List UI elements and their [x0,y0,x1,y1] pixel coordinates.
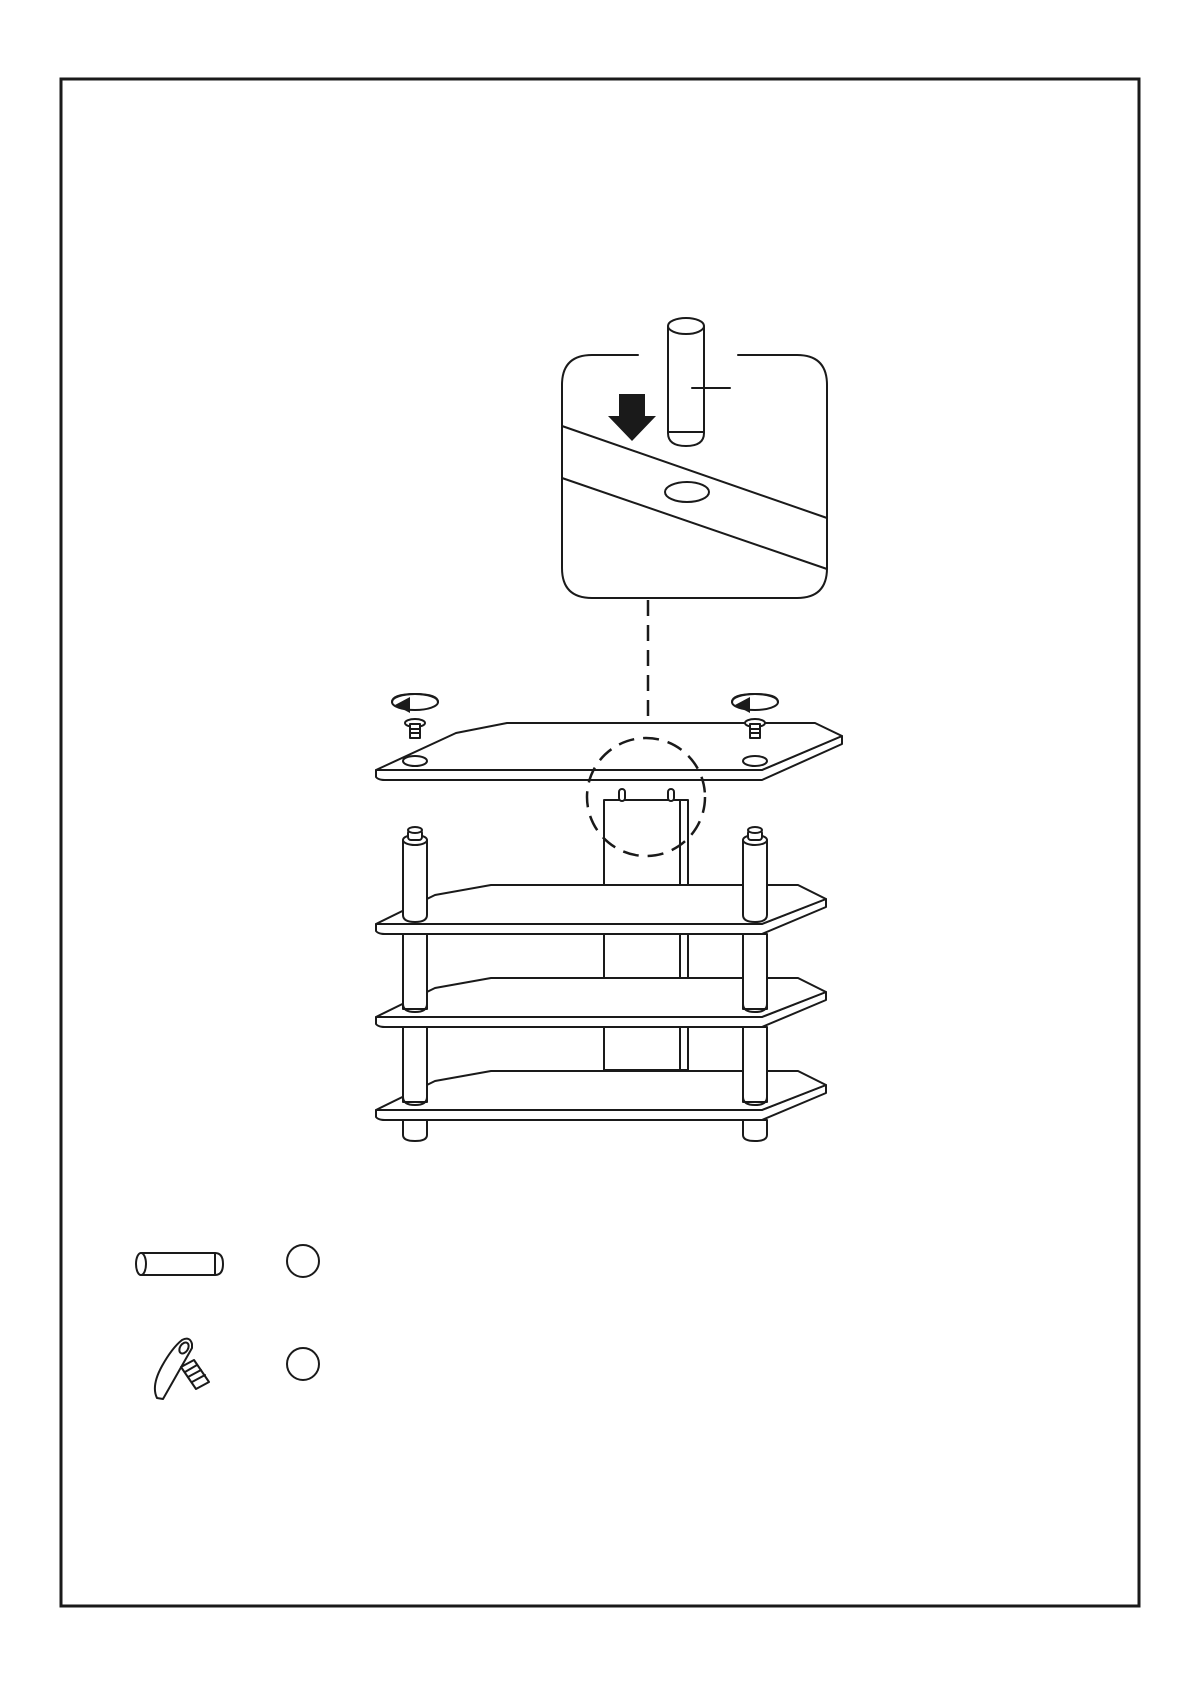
screw-icon [155,1339,209,1399]
dowel-hole [665,482,709,502]
screw-quantity-circle [287,1348,319,1380]
dowel-pin-detail [668,318,730,446]
detail-callout [562,318,827,598]
right-post [743,827,767,1141]
page-frame [61,79,1139,1606]
screw-left [392,694,438,738]
dowel-pin-icon [136,1253,223,1275]
down-arrow-icon [608,394,656,441]
dowel-quantity-circle [287,1245,319,1277]
left-post [403,827,427,1141]
parts-legend [136,1245,319,1399]
